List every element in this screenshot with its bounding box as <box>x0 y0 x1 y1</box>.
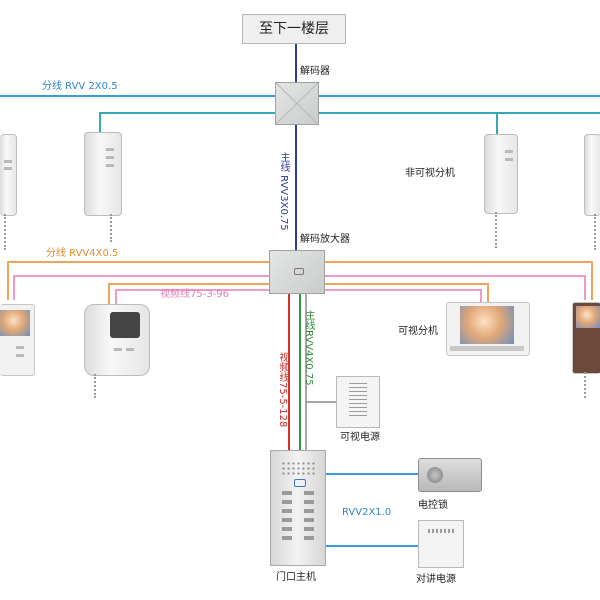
unit-button <box>126 348 134 351</box>
monitor-control-strip <box>450 346 524 351</box>
call-button <box>282 518 292 522</box>
non-visual-handset <box>484 134 518 214</box>
door-main-unit-label: 门口主机 <box>276 572 316 583</box>
power-label-lines <box>349 383 367 419</box>
handset-cord <box>495 212 497 248</box>
teal-inner-line-right <box>318 112 498 134</box>
camera-screen <box>110 312 140 338</box>
visual-power-box <box>336 376 380 428</box>
decoder-face-icon <box>275 82 319 125</box>
pink-inner-line-right <box>325 289 482 302</box>
orange-branch-line-right <box>325 261 593 300</box>
call-button <box>304 518 314 522</box>
rvv2x10-label: RVV2X1.0 <box>342 507 392 518</box>
handset-button <box>505 158 513 161</box>
orange-inner-line <box>108 283 269 304</box>
handset-cord <box>594 214 596 250</box>
electric-lock <box>418 458 482 492</box>
intercom-power-box <box>418 520 464 568</box>
non-visual-handset <box>84 132 122 216</box>
decoder-amplifier-label: 解码放大器 <box>300 234 350 245</box>
non-visual-extension-label: 非可视分机 <box>405 168 455 179</box>
call-button <box>282 509 292 513</box>
decoder-label: 解码器 <box>300 66 330 77</box>
video-screen <box>0 310 30 336</box>
door-unit-logo-icon <box>294 479 306 487</box>
handset-cord <box>110 214 112 242</box>
call-button <box>282 527 292 531</box>
handset-cord <box>584 372 586 398</box>
branch-rvv2x05-label: 分线 RVV 2X0.5 <box>42 81 118 92</box>
unit-button <box>114 348 122 351</box>
door-main-unit-panel <box>270 450 326 566</box>
amp-logo-icon <box>294 268 304 275</box>
video-75-3-96-label: 视频线75-3-96 <box>160 289 230 300</box>
handset-cord <box>4 214 6 250</box>
decoder-box <box>275 82 319 125</box>
handset-button <box>4 160 12 163</box>
pink-video-line-right <box>325 275 586 300</box>
pink-inner-line <box>115 289 269 304</box>
handset-button <box>106 156 114 159</box>
intercom-power-label: 对讲电源 <box>416 574 456 585</box>
lock-cylinder-icon <box>427 467 443 483</box>
monitor-button <box>16 346 24 349</box>
orange-inner-line-right <box>325 283 489 302</box>
video-screen <box>460 306 514 344</box>
main-rvv3x075-label: 主线 RVV3X0.75 <box>278 152 289 231</box>
non-visual-handset-left-edge <box>0 134 17 216</box>
video-screen <box>576 306 600 328</box>
call-button <box>304 500 314 504</box>
call-button <box>282 536 292 540</box>
speaker-grille <box>281 461 315 475</box>
video-75-5-128-label: 视频线75-5-128 <box>277 352 288 428</box>
handset-button <box>106 164 114 167</box>
floor-title-box: 至下一楼层 <box>242 14 346 44</box>
call-button <box>304 509 314 513</box>
branch-rvv4x05-label: 分线 RVV4X0.5 <box>46 248 119 259</box>
teal-inner-line <box>99 112 275 132</box>
call-button <box>304 536 314 540</box>
call-button <box>304 527 314 531</box>
orange-branch-line <box>7 261 269 300</box>
handset-button <box>4 167 12 170</box>
call-button <box>304 491 314 495</box>
electric-lock-label: 电控锁 <box>418 500 448 511</box>
call-button <box>282 491 292 495</box>
main-rvv4x075-label: 主线RVV4X0.75 <box>303 310 314 386</box>
monitor-button <box>16 354 24 357</box>
handset-cord <box>94 374 96 398</box>
handset-button <box>505 150 513 153</box>
power-label-lines <box>428 529 456 533</box>
visual-power-label: 可视电源 <box>340 432 380 443</box>
pink-video-line <box>13 275 269 300</box>
handset-button <box>106 148 114 151</box>
call-button <box>282 500 292 504</box>
non-visual-handset-right-edge <box>584 134 600 216</box>
visual-extension-label: 可视分机 <box>398 326 438 337</box>
decoder-amplifier-box <box>269 250 325 294</box>
